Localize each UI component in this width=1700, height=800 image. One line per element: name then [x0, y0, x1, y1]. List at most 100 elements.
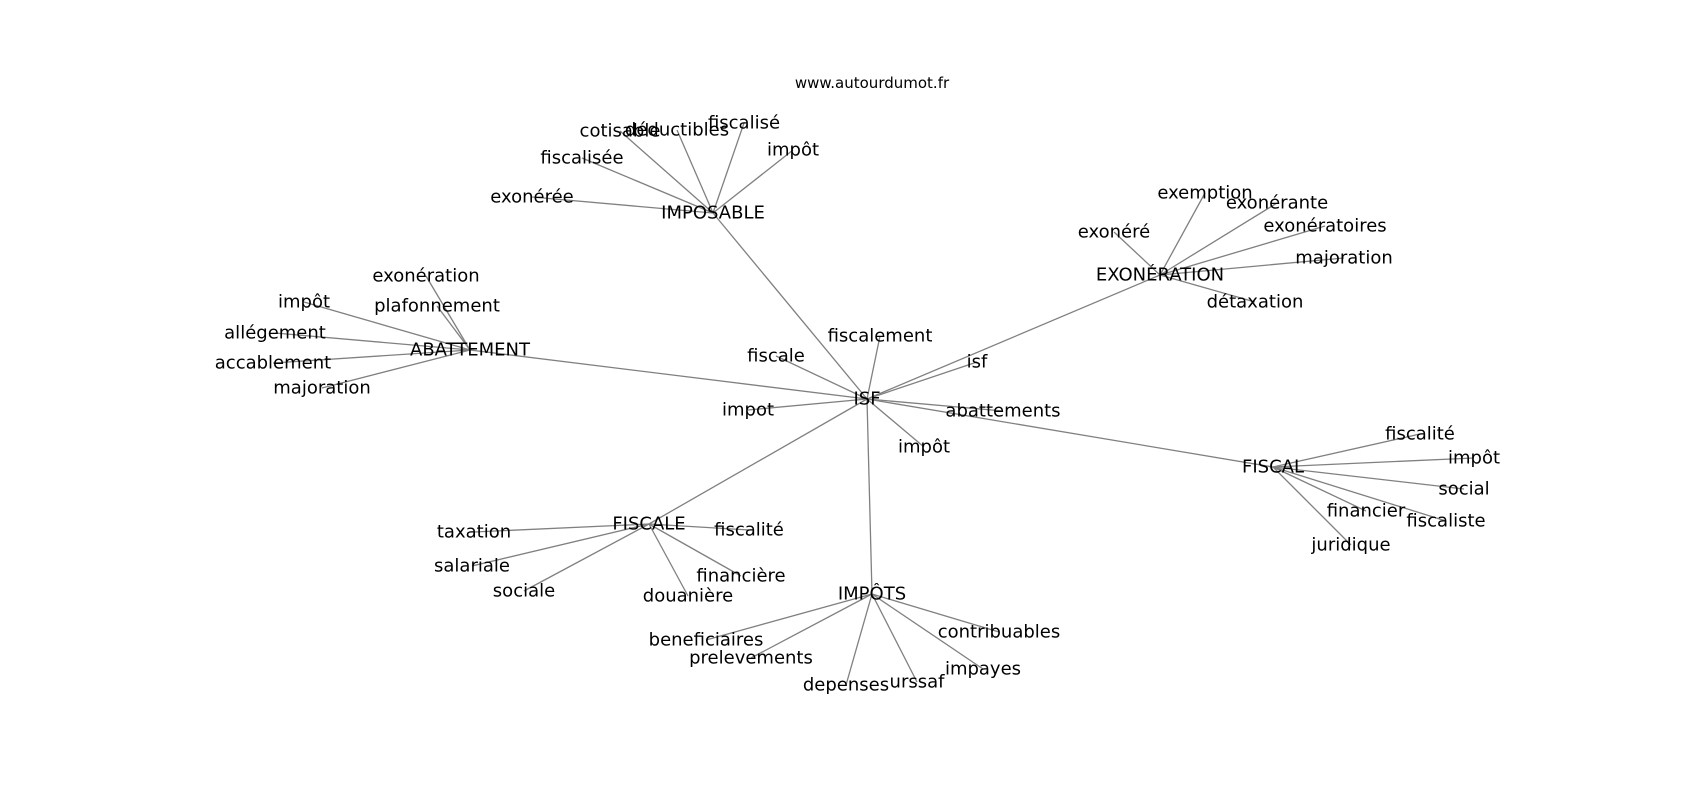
node-hub-fiscale: FISCALE — [612, 514, 685, 535]
edge-exoneration-exonerante — [1159, 202, 1278, 276]
edge-fiscal-fiscalite — [1272, 433, 1421, 468]
node-fiscal-fiscalite: fiscalité — [1385, 424, 1455, 445]
node-exoneration-majoration: majoration — [1295, 248, 1393, 269]
edge-impots-contribuables — [871, 593, 1000, 633]
node-fiscal-financier: financier — [1327, 501, 1406, 522]
edge-impots-impayes — [871, 593, 984, 670]
node-fiscal-social: social — [1438, 479, 1489, 500]
node-exoneration-exonere: exonéré — [1078, 222, 1150, 243]
edge-exoneration-majoration — [1159, 257, 1345, 276]
edge-abattement-impot — [303, 301, 471, 351]
node-hub-exoneration: EXONÉRATION — [1096, 264, 1224, 286]
edge-root-imposable — [712, 212, 868, 400]
edge-root-impots — [866, 398, 873, 595]
source-label: www.autourdumot.fr — [795, 74, 950, 92]
node-exoneration-exemption: exemption — [1157, 183, 1252, 204]
edge-fiscal-impot — [1272, 457, 1475, 468]
edge-impots-depenses — [845, 593, 873, 686]
edge-isf-impot — [747, 398, 868, 411]
edge-fiscale-taxation — [473, 523, 650, 533]
node-impots-contribuables: contribuables — [938, 622, 1061, 643]
node-imposable-impot: impôt — [767, 140, 819, 161]
edge-impots-prelevements — [750, 593, 873, 659]
node-exoneration-exonerante: exonérante — [1226, 193, 1328, 214]
node-impots-depenses: depenses — [803, 675, 889, 696]
edge-exoneration-exemption — [1159, 192, 1206, 276]
node-hub-impots: IMPÔTS — [838, 583, 906, 605]
edge-impots-beneficiaires — [705, 593, 873, 641]
edge-fiscal-financier — [1272, 466, 1367, 512]
node-imposable-cotisable: cotisable — [580, 121, 661, 142]
node-impots-impayes: impayes — [945, 659, 1021, 680]
node-fiscal-fiscaliste: fiscaliste — [1406, 511, 1485, 532]
node-fiscal-juridique: juridique — [1310, 535, 1390, 556]
node-abattement-accablement: accablement — [215, 353, 331, 374]
edge-exoneration-exonere — [1113, 231, 1161, 276]
node-isf-fiscale: fiscale — [747, 346, 805, 367]
edge-root-abattement — [469, 349, 868, 400]
node-abattement-plafonnement: plafonnement — [374, 296, 500, 317]
node-impots-urssaf: urssaf — [890, 672, 946, 693]
edge-fiscal-juridique — [1272, 466, 1352, 546]
node-fiscale-douaniere: douanière — [643, 586, 733, 607]
node-fiscale-financiere: financière — [696, 566, 785, 587]
node-isf-impot: impot — [722, 400, 774, 421]
node-fiscale-sociale: sociale — [493, 581, 555, 602]
edge-exoneration-detaxation — [1159, 274, 1256, 303]
edge-fiscal-social — [1272, 466, 1465, 490]
node-imposable-fiscalise: fiscalisé — [708, 113, 780, 134]
edge-abattement-plafonnement — [436, 305, 471, 351]
node-labels: ISFIMPOSABLEcotisabledéductiblesfiscalis… — [215, 113, 1500, 696]
edge-fiscale-douaniere — [648, 523, 689, 597]
node-isf-impot2: impôt — [898, 437, 950, 458]
edge-isf-impot2 — [866, 398, 925, 448]
edges — [272, 122, 1475, 686]
edge-imposable-impot — [712, 149, 794, 214]
edge-isf-isf — [866, 361, 978, 400]
node-root: ISF — [853, 389, 880, 410]
node-impots-prelevements: prelevements — [689, 648, 813, 669]
edge-abattement-exoneration — [425, 275, 471, 351]
edge-imposable-fiscalisee — [581, 157, 714, 214]
node-exoneration-detaxation: détaxation — [1207, 292, 1304, 313]
edge-fiscale-fiscalite — [648, 523, 750, 531]
edge-imposable-exoneree — [531, 196, 714, 214]
edge-isf-abattements — [866, 398, 1004, 412]
node-imposable-deductibles: déductibles — [625, 120, 729, 141]
node-abattement-exoneration: exonération — [372, 266, 479, 287]
node-hub-fiscal: FISCAL — [1242, 457, 1304, 478]
edge-abattement-accablement — [272, 349, 471, 364]
edge-fiscale-salariale — [471, 523, 650, 567]
edge-fiscale-sociale — [523, 523, 650, 592]
edge-root-fiscal — [866, 398, 1274, 468]
edge-imposable-deductibles — [676, 129, 714, 214]
node-abattement-majoration: majoration — [273, 378, 371, 399]
node-fiscale-salariale: salariale — [434, 556, 510, 577]
node-isf-abattements: abattements — [945, 401, 1060, 422]
edge-fiscale-financiere — [648, 523, 742, 577]
node-abattement-allegement: allégement — [224, 323, 326, 344]
node-fiscale-fiscalite: fiscalité — [714, 520, 784, 541]
node-isf-isf: isf — [967, 352, 988, 373]
node-hub-imposable: IMPOSABLE — [661, 203, 765, 224]
edge-fiscal-fiscaliste — [1272, 466, 1447, 522]
node-imposable-exoneree: exonérée — [490, 187, 574, 208]
edge-root-exoneration — [866, 274, 1161, 400]
node-hub-abattement: ABATTEMENT — [410, 340, 531, 361]
node-isf-fiscalement: fiscalement — [828, 326, 933, 347]
edge-abattement-allegement — [274, 332, 471, 351]
edge-exoneration-exoneratoires — [1159, 225, 1326, 276]
node-exoneration-exoneratoires: exonératoires — [1263, 216, 1386, 237]
edge-root-fiscale — [648, 398, 868, 525]
edge-isf-fiscalement — [866, 335, 881, 400]
node-fiscal-impot: impôt — [1448, 448, 1500, 469]
node-imposable-fiscalisee: fiscalisée — [540, 148, 623, 169]
edge-isf-fiscale — [775, 355, 868, 400]
node-fiscale-taxation: taxation — [437, 522, 511, 543]
edge-abattement-majoration — [321, 349, 471, 389]
node-impots-beneficiaires: beneficiaires — [649, 630, 764, 651]
edge-imposable-fiscalise — [712, 122, 745, 214]
edge-imposable-cotisable — [619, 130, 714, 214]
node-abattement-impot: impôt — [278, 292, 330, 313]
